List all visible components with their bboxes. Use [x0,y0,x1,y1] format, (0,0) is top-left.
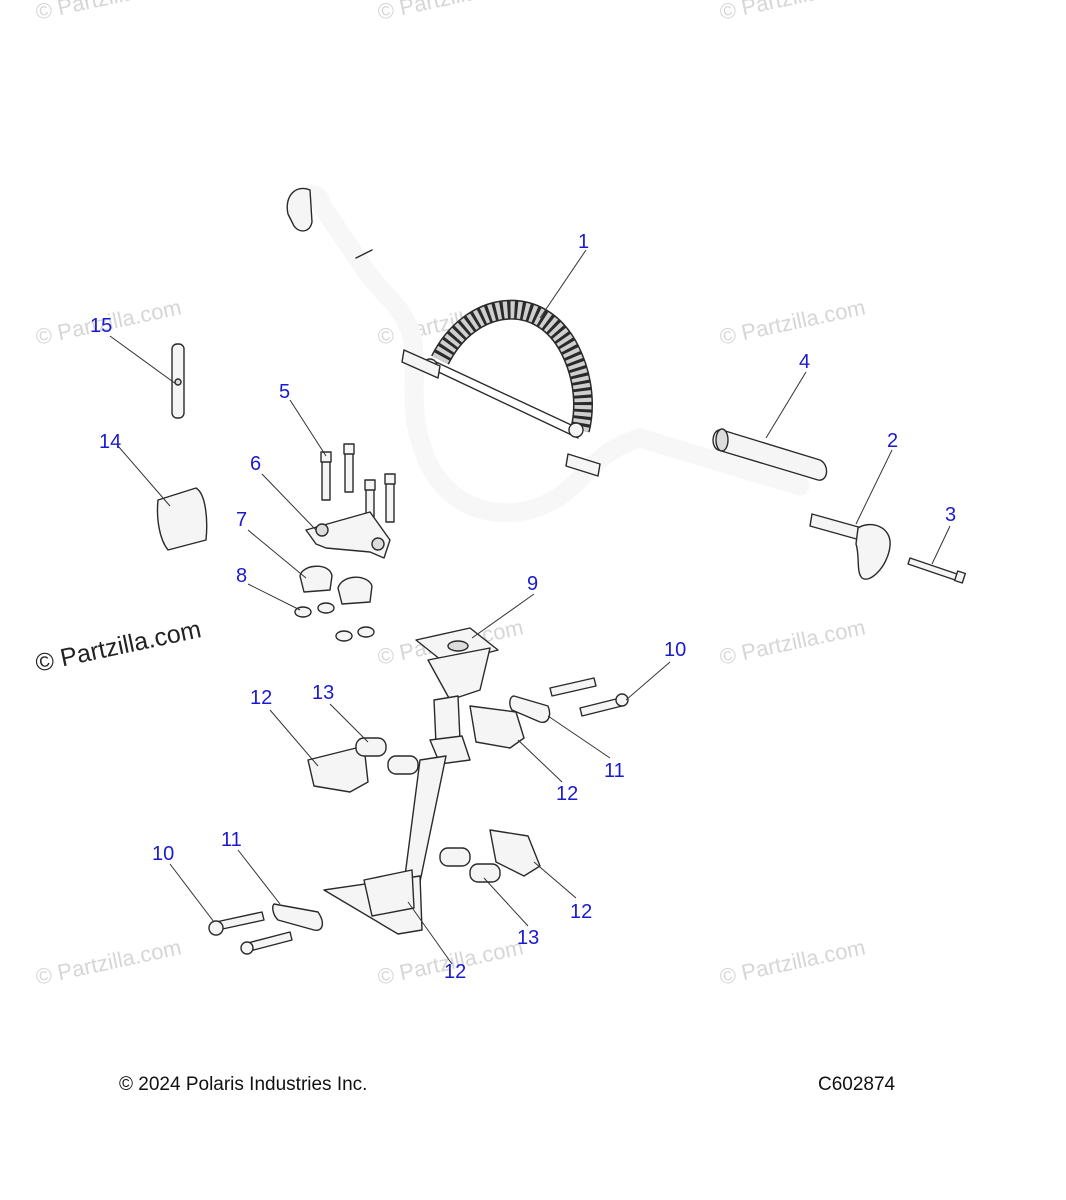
bolt-long-drawing [907,557,967,584]
spacers-13-drawing [355,737,501,883]
plate-11-upper-drawing [509,695,551,723]
lower-clamps-drawing [299,565,373,605]
callout-10-lower: 10 [152,843,175,865]
link-rod-drawing [171,343,185,419]
callout-11-lower: 11 [221,829,242,851]
callout-4: 4 [799,351,811,373]
clamp-bolts-drawing [320,443,396,529]
throttle-drawing [809,513,891,580]
lower-hardware-drawing [208,903,324,955]
callout-13-lower: 13 [517,927,540,949]
callout-13-upper: 13 [312,682,335,704]
callout-11-upper: 11 [604,760,625,782]
copyright-text: © 2024 Polaris Industries Inc. [119,1074,368,1095]
callout-10-upper: 10 [664,639,687,661]
leader-lines [109,249,951,965]
callout-2: 2 [887,430,899,452]
callout-6: 6 [250,453,262,475]
callout-9: 9 [527,573,539,595]
callout-8: 8 [236,565,248,587]
callout-5: 5 [279,381,291,403]
callout-3: 3 [945,504,957,526]
cover-drawing [156,487,208,551]
bolts-10-upper-drawing [549,677,629,717]
callout-15: 15 [90,315,113,337]
diagram-code: C602874 [818,1074,896,1095]
nuts-drawing [294,602,375,642]
callout-12-lower-right: 12 [570,901,593,923]
callout-1: 1 [578,231,590,253]
callout-12-left: 12 [250,687,273,709]
upper-clamp-drawing [305,511,391,559]
clamps-12-drawing [307,705,541,917]
grip-drawing [712,428,828,481]
callout-7: 7 [236,509,248,531]
callout-14: 14 [99,431,122,453]
callout-12-upper-right: 12 [556,783,579,805]
callout-12-bottom: 12 [444,961,467,983]
handlebar-drawing [286,185,810,523]
